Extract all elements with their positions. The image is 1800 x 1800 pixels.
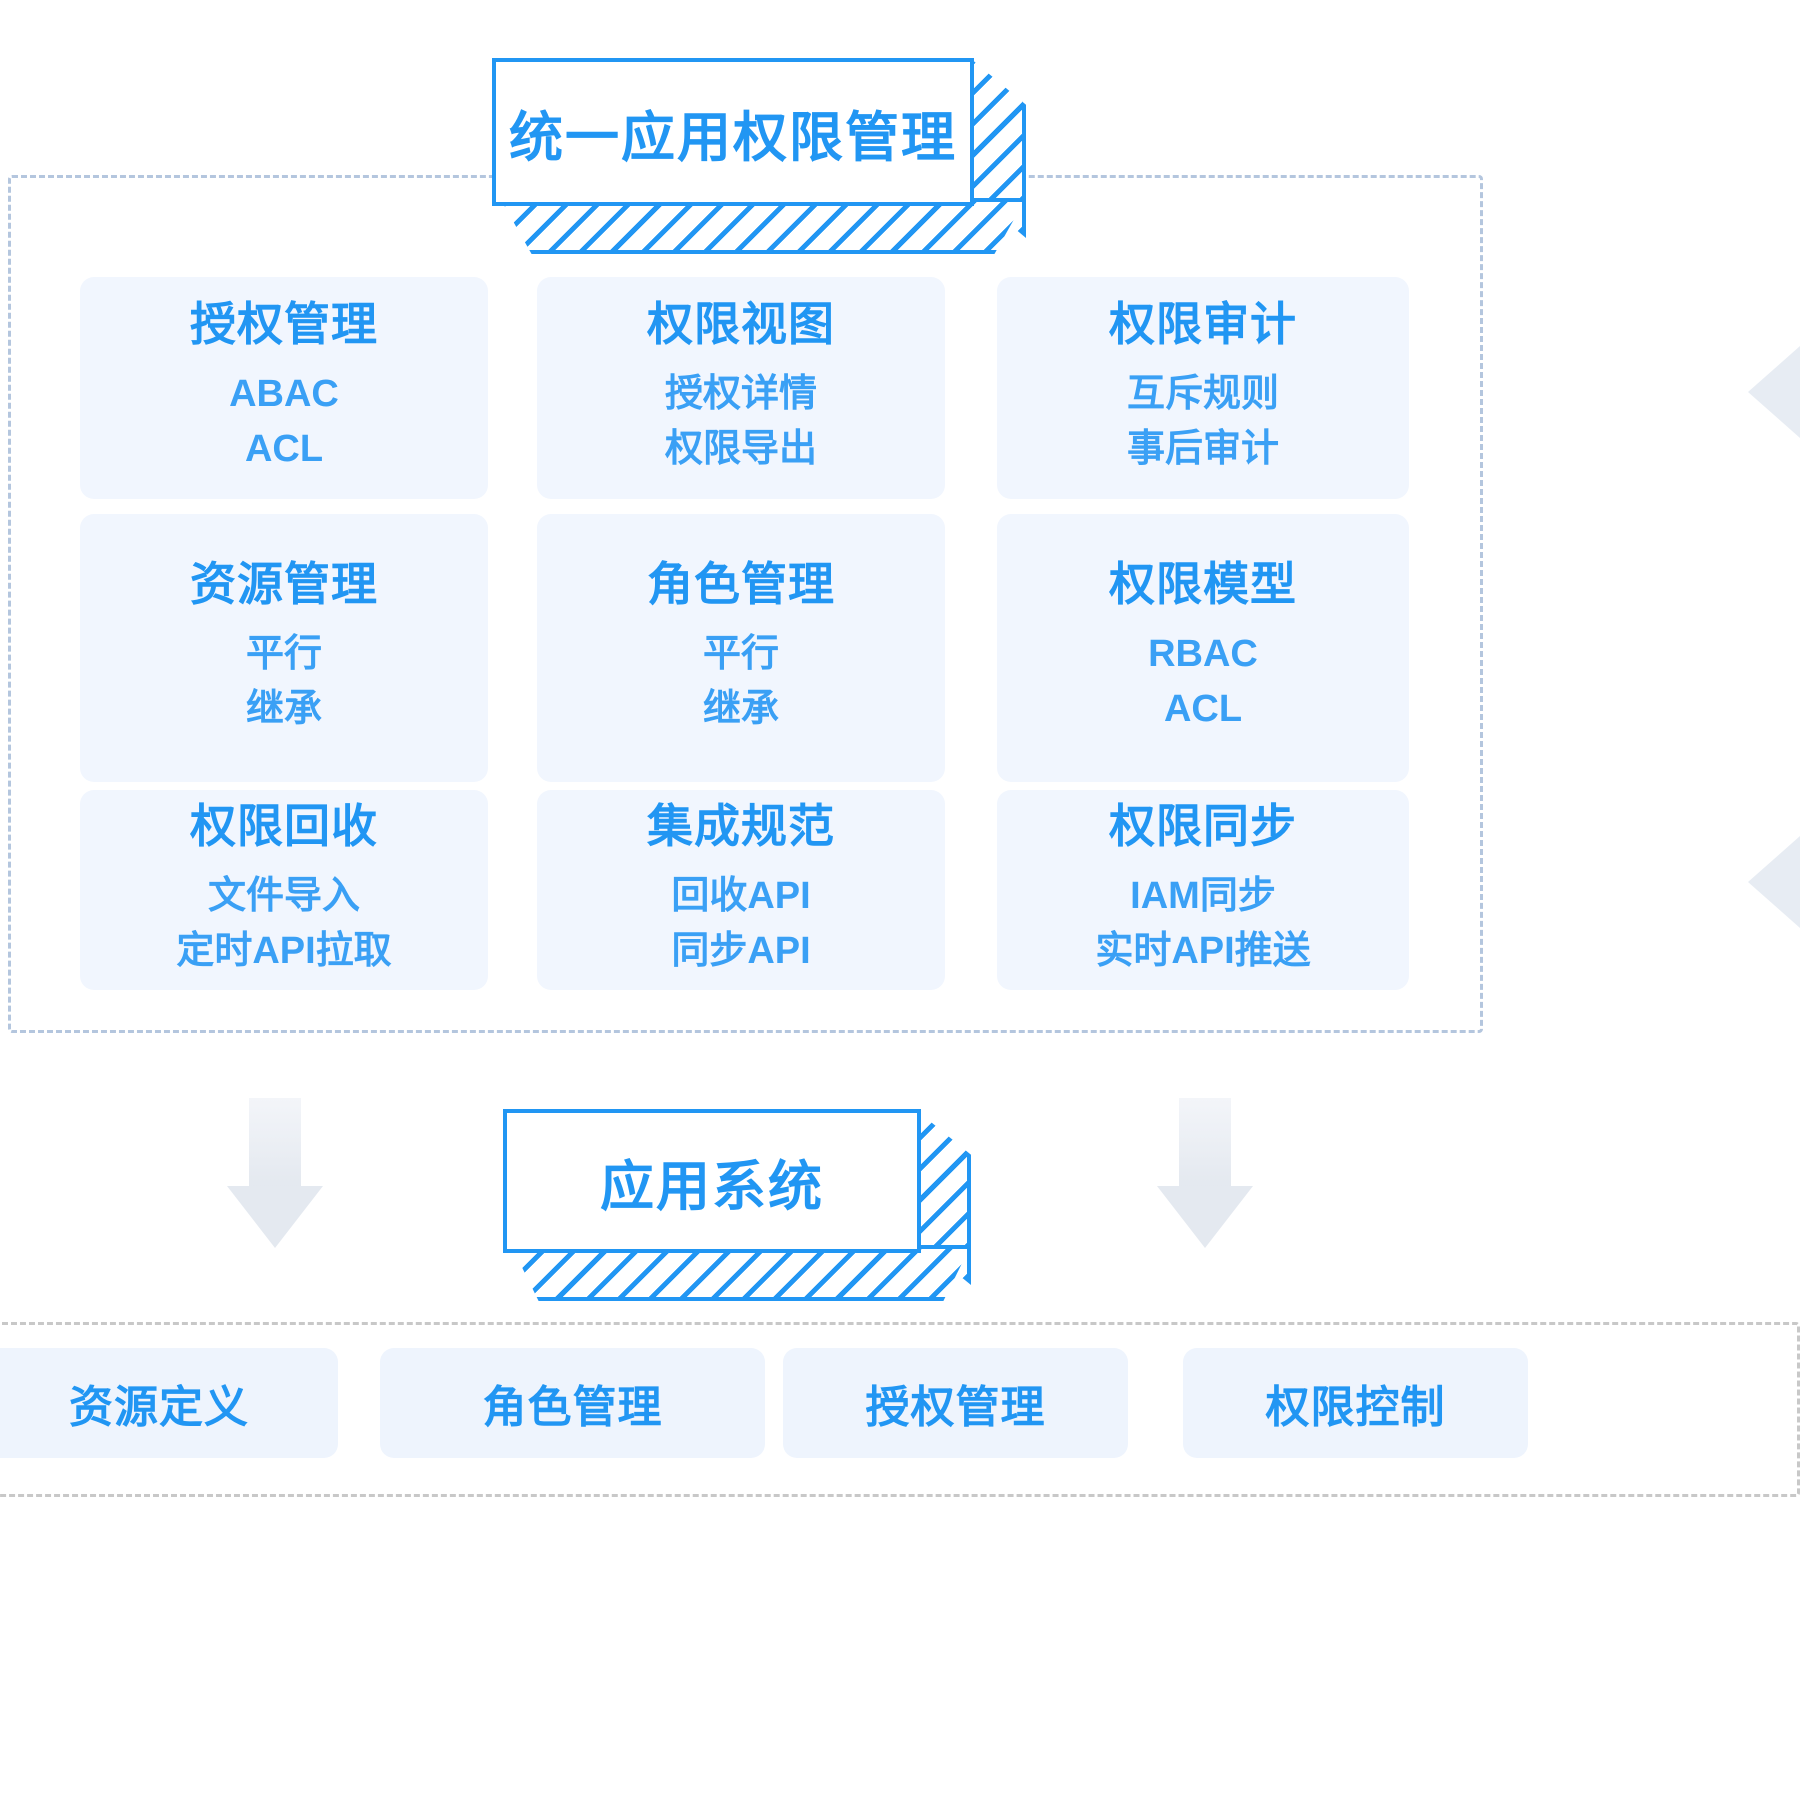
card-sub: ACL	[1163, 688, 1243, 731]
tag-label: 权限控制	[1265, 1383, 1446, 1432]
card-title: 权限审计	[1109, 298, 1297, 351]
card-sub: 文件导入	[207, 875, 360, 918]
card-integration-spec[interactable]: 集成规范 回收API 同步API	[537, 790, 945, 990]
card-sub: RBAC	[1148, 633, 1258, 676]
platform-title-label: 统一应用权限管理	[509, 107, 957, 168]
card-permission-audit[interactable]: 权限审计 互斥规则 事后审计	[997, 277, 1409, 499]
iso-front-face: 应用系统	[503, 1109, 921, 1253]
card-sub: 权限导出	[664, 428, 817, 471]
card-sub: 互斥规则	[1126, 373, 1279, 416]
tag-resource-definition[interactable]: 资源定义	[0, 1348, 338, 1458]
arrow-head	[1157, 1186, 1253, 1248]
card-permission-revocation[interactable]: 权限回收 文件导入 定时API拉取	[80, 790, 488, 990]
card-permission-view[interactable]: 权限视图 授权详情 权限导出	[537, 277, 945, 499]
card-permission-model[interactable]: 权限模型 RBAC ACL	[997, 514, 1409, 782]
card-title: 资源管理	[190, 558, 378, 611]
unified-permission-platform-box: 统一应用权限管理	[492, 58, 1026, 254]
iso-front-face: 统一应用权限管理	[492, 58, 974, 206]
card-resource-management[interactable]: 资源管理 平行 继承	[80, 514, 488, 782]
card-sub: 同步API	[671, 930, 811, 973]
flow-arrow-right	[1150, 1098, 1260, 1248]
card-title: 权限同步	[1109, 800, 1297, 853]
tag-role-management[interactable]: 角色管理	[380, 1348, 765, 1458]
card-sub: 回收API	[671, 875, 811, 918]
inbound-arrow-lower-icon	[1748, 836, 1800, 928]
card-role-management[interactable]: 角色管理 平行 继承	[537, 514, 945, 782]
arrow-shaft	[1179, 1098, 1231, 1190]
card-permission-sync[interactable]: 权限同步 IAM同步 实时API推送	[997, 790, 1409, 990]
application-region-border	[0, 1322, 1800, 1497]
card-title: 授权管理	[190, 298, 378, 351]
iso-bottom-panel	[500, 198, 1026, 254]
tag-label: 角色管理	[482, 1383, 663, 1432]
tag-label: 资源定义	[69, 1383, 249, 1432]
tag-authorization-management[interactable]: 授权管理	[783, 1348, 1128, 1458]
card-sub: 定时API拉取	[176, 930, 392, 973]
card-title: 权限模型	[1109, 558, 1297, 611]
arrow-head	[227, 1186, 323, 1248]
card-sub: IAM同步	[1130, 875, 1276, 918]
tag-permission-control[interactable]: 权限控制	[1183, 1348, 1528, 1458]
card-authorization-management[interactable]: 授权管理 ABAC ACL	[80, 277, 488, 499]
card-title: 角色管理	[647, 558, 835, 611]
card-sub: ABAC	[229, 373, 339, 416]
application-system-label: 应用系统	[600, 1156, 824, 1217]
card-sub: 继承	[245, 688, 322, 731]
card-sub: 授权详情	[664, 373, 817, 416]
card-title: 权限回收	[190, 800, 378, 853]
card-sub: 实时API推送	[1095, 930, 1311, 973]
application-system-box: 应用系统	[503, 1109, 971, 1301]
flow-arrow-left	[220, 1098, 330, 1248]
inbound-arrow-upper-icon	[1748, 346, 1800, 438]
iso-bottom-panel	[511, 1245, 971, 1301]
card-sub: ACL	[244, 428, 324, 471]
arrow-shaft	[249, 1098, 301, 1190]
card-sub: 事后审计	[1126, 428, 1279, 471]
card-sub: 平行	[702, 633, 779, 676]
card-title: 集成规范	[647, 800, 835, 853]
tag-label: 授权管理	[865, 1383, 1046, 1432]
card-title: 权限视图	[647, 298, 835, 351]
card-sub: 继承	[702, 688, 779, 731]
card-sub: 平行	[245, 633, 322, 676]
